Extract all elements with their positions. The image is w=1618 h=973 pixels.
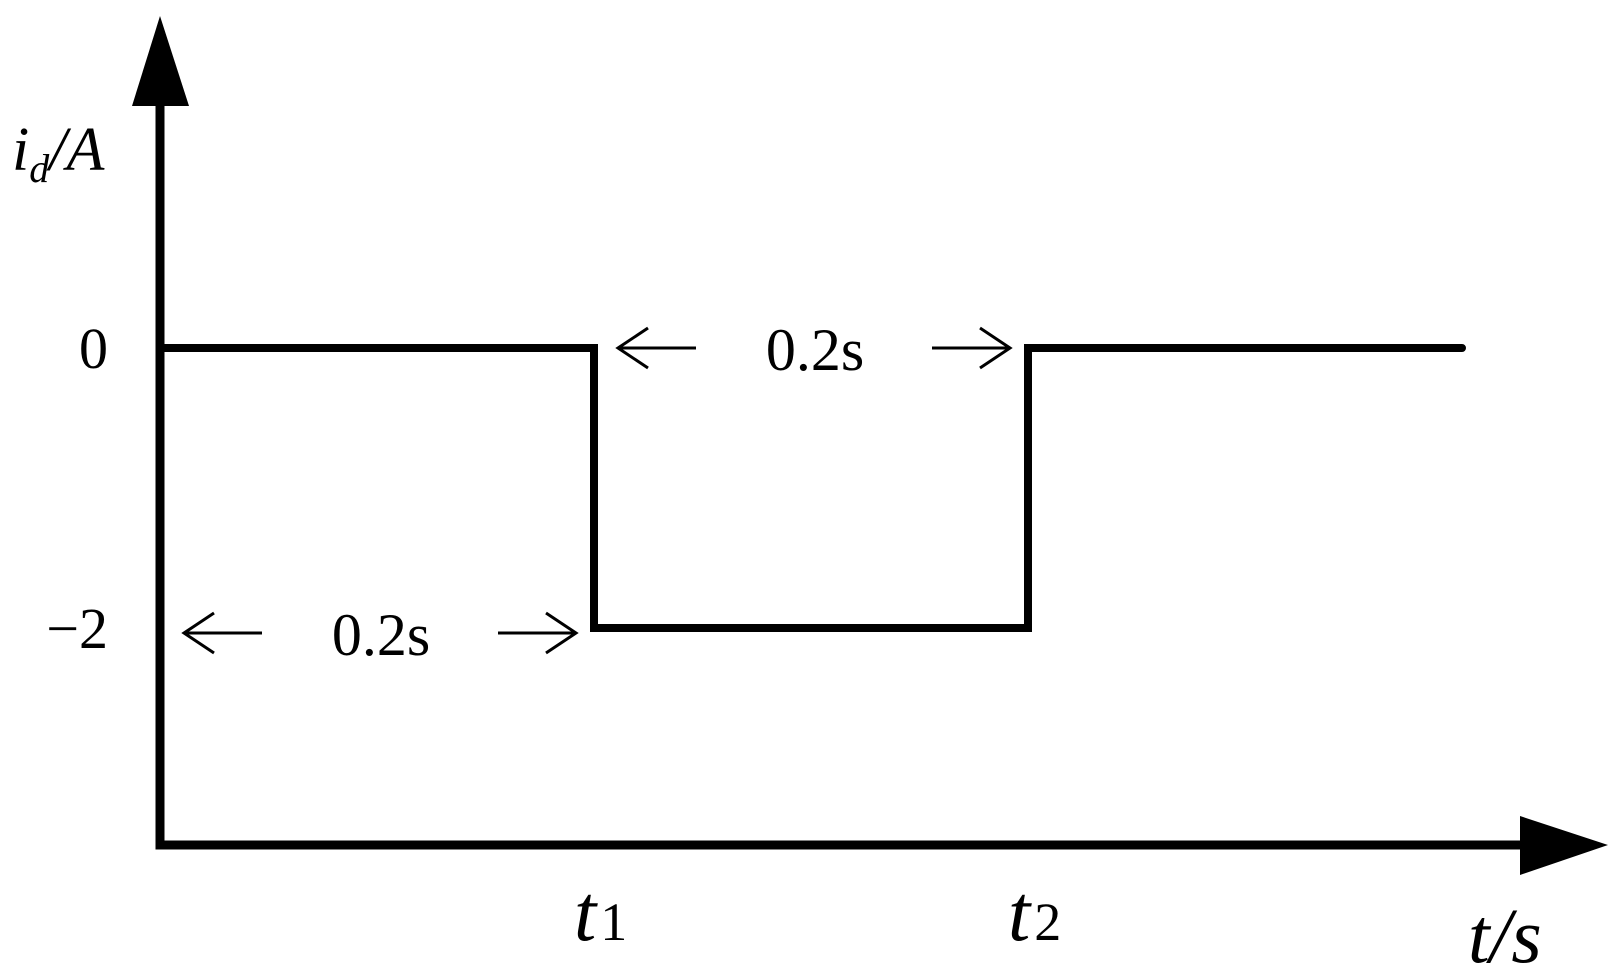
right-arrow — [498, 611, 579, 655]
y-axis-arrowhead — [132, 16, 189, 106]
x-tick-label: t1 — [574, 870, 627, 958]
left-arrow — [181, 611, 262, 655]
y-axis-label: id/A — [12, 116, 105, 191]
series-line — [156, 344, 1466, 632]
y-tick-label: −2 — [46, 596, 108, 661]
axes — [132, 16, 1608, 875]
tick-labels: 0 −2 t1 t2 — [46, 316, 1061, 958]
duration-label: 0.2s — [332, 602, 430, 668]
series-layer — [156, 344, 1466, 632]
y-tick-label: 0 — [79, 316, 108, 381]
right-arrow — [932, 326, 1013, 370]
left-arrow — [615, 326, 696, 370]
duration-label: 0.2s — [766, 317, 864, 383]
annotation-layer: 0.2s 0.2s — [181, 317, 1013, 668]
x-axis-label: t/s — [1468, 892, 1542, 973]
x-axis-arrowhead — [1520, 816, 1608, 875]
x-tick-label: t2 — [1008, 870, 1061, 958]
